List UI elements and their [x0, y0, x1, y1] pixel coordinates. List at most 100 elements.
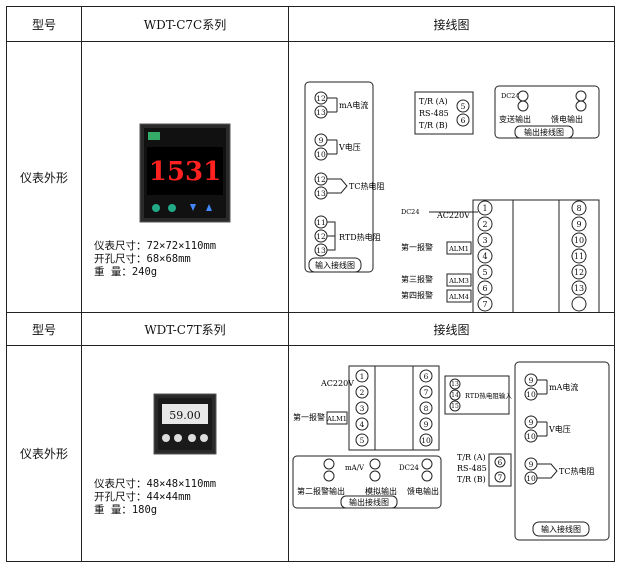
svg-text:RTD热电阻输入: RTD热电阻输入 — [465, 391, 512, 400]
svg-text:7: 7 — [482, 300, 487, 309]
svg-text:ALM4: ALM4 — [448, 293, 469, 301]
row-label: 仪表外形 — [6, 41, 82, 313]
svg-text:10: 10 — [526, 474, 536, 483]
model-name-2: WDT-C7T系列 — [81, 312, 289, 346]
svg-text:RS-485: RS-485 — [457, 464, 487, 473]
svg-text:13: 13 — [316, 108, 326, 117]
svg-text:2: 2 — [482, 220, 487, 229]
svg-text:DC24: DC24 — [401, 208, 419, 216]
device-c7c-image: 1531 — [139, 123, 231, 223]
svg-text:V电压: V电压 — [338, 142, 361, 152]
svg-text:mA电流: mA电流 — [339, 100, 368, 110]
svg-text:6: 6 — [461, 116, 466, 125]
header-wiring: 接线图 — [288, 6, 615, 42]
svg-text:RS-485: RS-485 — [419, 109, 449, 118]
svg-text:第二报警输出: 第二报警输出 — [297, 486, 345, 496]
svg-text:第三报警: 第三报警 — [401, 274, 433, 284]
svg-text:14: 14 — [451, 392, 459, 399]
svg-text:7: 7 — [498, 474, 502, 482]
svg-text:ALM1: ALM1 — [326, 415, 347, 423]
device-cell: 1531 仪表尺寸：72×72×110mm 开孔尺寸：68×68mm 重 量：2… — [81, 41, 289, 313]
svg-text:V电压: V电压 — [548, 424, 571, 434]
svg-text:5: 5 — [482, 268, 487, 277]
svg-text:输入接线图: 输入接线图 — [315, 260, 355, 270]
svg-text:4: 4 — [360, 420, 365, 429]
svg-text:13: 13 — [316, 246, 326, 255]
svg-text:DC24: DC24 — [501, 92, 519, 100]
c7t-specs: 仪表尺寸：48×48×110mm 开孔尺寸：44×44mm 重 量：180g — [94, 478, 217, 516]
svg-text:DC24: DC24 — [399, 464, 419, 472]
svg-text:12: 12 — [316, 175, 326, 184]
device-c7t-image: 59.00 — [153, 393, 217, 455]
svg-text:ALM1: ALM1 — [448, 245, 469, 253]
svg-text:12: 12 — [316, 232, 326, 241]
svg-text:10: 10 — [574, 236, 584, 245]
header-model: 型号 — [6, 6, 82, 42]
c7c-specs: 仪表尺寸：72×72×110mm 开孔尺寸：68×68mm 重 量：240g — [94, 240, 217, 278]
svg-text:mA/V: mA/V — [345, 464, 365, 472]
svg-text:5: 5 — [360, 436, 365, 445]
svg-text:4: 4 — [482, 252, 487, 261]
svg-text:馈电输出: 馈电输出 — [551, 114, 583, 124]
svg-text:5: 5 — [461, 102, 466, 111]
svg-text:RTD热电阻: RTD热电阻 — [339, 232, 381, 242]
svg-text:3: 3 — [360, 404, 365, 413]
svg-text:12: 12 — [316, 94, 326, 103]
svg-text:9: 9 — [529, 460, 534, 469]
svg-text:AC220V: AC220V — [320, 379, 354, 388]
svg-text:输出接线图: 输出接线图 — [524, 127, 564, 137]
svg-text:10: 10 — [316, 150, 326, 159]
svg-text:6: 6 — [498, 459, 503, 467]
svg-text:6: 6 — [482, 284, 487, 293]
svg-text:第一报警: 第一报警 — [293, 412, 325, 422]
header-wiring-2: 接线图 — [288, 312, 615, 346]
svg-text:AC220V: AC220V — [436, 211, 470, 220]
row-label-2: 仪表外形 — [6, 345, 82, 562]
svg-text:9: 9 — [424, 420, 429, 429]
svg-text:第一报警: 第一报警 — [401, 242, 433, 252]
svg-text:8: 8 — [576, 204, 581, 213]
c7c-display-value: 1531 — [149, 157, 221, 187]
header-model-2: 型号 — [6, 312, 82, 346]
svg-text:输出接线图: 输出接线图 — [349, 497, 389, 507]
svg-text:8: 8 — [424, 404, 429, 413]
svg-text:11: 11 — [574, 252, 584, 261]
svg-text:12: 12 — [574, 268, 584, 277]
svg-text:3: 3 — [482, 236, 487, 245]
device-cell-2: 59.00 仪表尺寸：48×48×110mm 开孔尺寸：44×44mm 重 量：… — [81, 345, 289, 562]
svg-text:9: 9 — [319, 136, 324, 145]
svg-text:9: 9 — [576, 220, 581, 229]
svg-text:10: 10 — [526, 390, 536, 399]
svg-text:13: 13 — [316, 189, 326, 198]
c7t-display-value: 59.00 — [169, 409, 201, 422]
svg-text:ALM3: ALM3 — [448, 277, 469, 285]
svg-text:6: 6 — [424, 372, 429, 381]
spec-table: 型号 WDT-C7C系列 接线图 仪表外形 1531 仪表尺寸：72×72×11… — [6, 6, 615, 562]
svg-text:第四报警: 第四报警 — [401, 290, 433, 300]
svg-text:mA电流: mA电流 — [549, 382, 578, 392]
svg-text:TC热电阻: TC热电阻 — [559, 466, 594, 476]
svg-text:T/R (A): T/R (A) — [457, 453, 486, 462]
svg-text:输入接线图: 输入接线图 — [541, 524, 581, 534]
svg-text:1: 1 — [360, 372, 365, 381]
svg-text:馈电输出: 馈电输出 — [407, 486, 439, 496]
svg-text:T/R (B): T/R (B) — [419, 121, 448, 130]
svg-text:10: 10 — [526, 432, 536, 441]
svg-text:13: 13 — [574, 284, 584, 293]
svg-text:T/R (B): T/R (B) — [457, 475, 486, 484]
svg-text:9: 9 — [529, 418, 534, 427]
svg-text:T/R (A): T/R (A) — [419, 97, 448, 106]
model-name: WDT-C7C系列 — [81, 6, 289, 42]
svg-text:10: 10 — [421, 436, 431, 445]
svg-text:15: 15 — [451, 403, 459, 410]
svg-text:1: 1 — [482, 204, 487, 213]
svg-text:11: 11 — [316, 218, 326, 227]
svg-text:13: 13 — [451, 381, 459, 388]
svg-text:TC热电阻: TC热电阻 — [349, 181, 384, 191]
svg-text:变送输出: 变送输出 — [499, 114, 531, 124]
